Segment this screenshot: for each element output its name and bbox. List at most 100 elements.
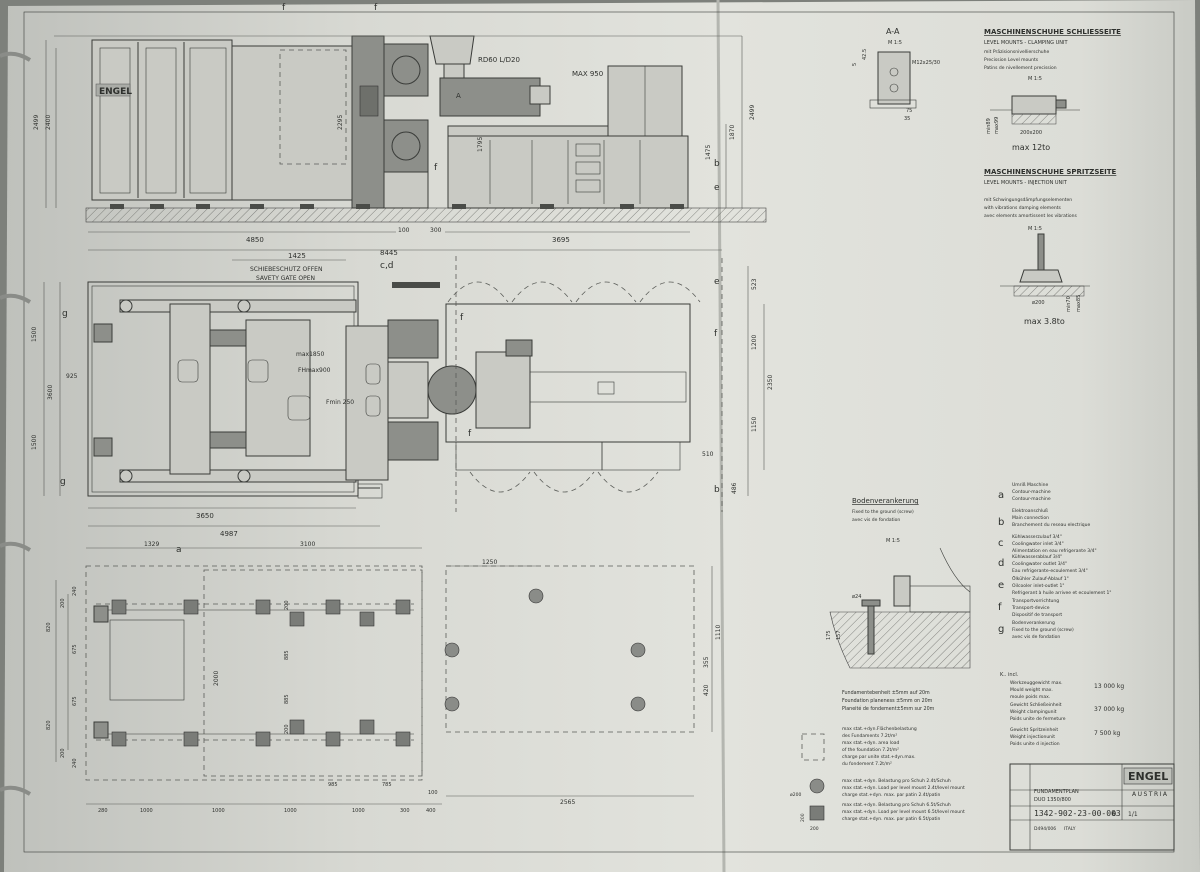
- dim-aa: 5: [852, 63, 858, 66]
- dim-left: 200: [60, 598, 66, 608]
- level-mounts-injection: MASCHINENSCHUHE SPRITZSEITE LEVEL MOUNTS…: [984, 168, 1117, 326]
- text-line: Precission Level mounts: [984, 57, 1039, 63]
- foundation-plan: a 1329 3100 1250 240 200 820 675 675 820…: [46, 541, 722, 814]
- svg-text:g: g: [998, 624, 1004, 635]
- ground-anchor: Bodenverankerung Fixed to the ground (sc…: [826, 497, 971, 669]
- svg-text:c: c: [998, 538, 1004, 549]
- svg-text:Fixed to the ground (screw): Fixed to the ground (screw): [1012, 627, 1074, 633]
- area-load-symbol: [801, 733, 825, 761]
- weight-value: 7 500 kg: [1094, 730, 1121, 737]
- square-shoe-symbol: [809, 805, 825, 821]
- svg-text:Umriß Maschine: Umriß Maschine: [1012, 482, 1048, 488]
- text-line: mit Präzisionsnivellierschuhe: [984, 49, 1050, 55]
- dim-height: 1795: [477, 137, 484, 152]
- dim-inner: 200: [284, 600, 290, 610]
- symbol-label: 200: [810, 826, 819, 832]
- gate-text-en: SAVETY GATE OPEN: [256, 275, 315, 282]
- text-line: max stat.+dyn. area load: [842, 740, 900, 746]
- text-line: charge stat.+dyn. max. par patin 6.5t/pa…: [842, 816, 941, 822]
- text-line: charge stat.+dyn. max. par patin 2.4t/pa…: [842, 792, 941, 798]
- svg-text:Oilcooler inlet-outlet 1": Oilcooler inlet-outlet 1": [1012, 583, 1064, 589]
- dim-right: 2350: [767, 375, 774, 390]
- nozzle-label: RD60 L/D20: [478, 56, 520, 64]
- shoe-load: max 12to: [1012, 143, 1050, 152]
- svg-text:Poids unite de fermeture: Poids unite de fermeture: [1010, 716, 1066, 722]
- dim-left: 200: [60, 748, 66, 758]
- text-line: Fundamentebenheit ±5mm auf 20m: [842, 690, 930, 696]
- label-cd: c,d: [380, 261, 394, 271]
- label-f: f: [374, 3, 378, 13]
- machine-model: DUO 1350/800: [1034, 797, 1071, 803]
- top-view: 1425 SCHIEBESCHUTZ OFFEN SAVETY GATE OPE…: [31, 252, 774, 538]
- dim-aa: 75: [906, 108, 912, 114]
- dim-bottom-row: 1000: [284, 808, 297, 814]
- gate-dim: 1425: [288, 252, 306, 260]
- anchor-title: Bodenverankerung: [852, 497, 919, 505]
- text-line: du fondement 7.2t/m²: [842, 761, 892, 767]
- dim-right: 486: [731, 482, 738, 494]
- legend-item: d Kühlwasserablauf 3/4" Coolingwater out…: [998, 554, 1088, 574]
- label-g: g: [62, 309, 68, 319]
- legend-item: g Bodenverankerung Fixed to the ground (…: [998, 620, 1074, 640]
- dim-left: 675: [72, 644, 78, 654]
- text-line: Fixed to the ground (screw): [852, 509, 914, 515]
- dim-height: 1870: [729, 125, 736, 140]
- fold-crease: [716, 0, 726, 872]
- dim-left: 240: [72, 758, 78, 768]
- anchor-bolt: ø24: [852, 594, 861, 600]
- shoe-note-2: 200 200 max stat.+dyn. Belastung pro Sch…: [800, 802, 965, 832]
- svg-text:Coolingwater inlet 3/4": Coolingwater inlet 3/4": [1012, 541, 1064, 547]
- svg-text:Ölkühler Zulauf-Ablauf 1": Ölkühler Zulauf-Ablauf 1": [1012, 575, 1069, 582]
- dim-left: 3600: [47, 385, 54, 400]
- text-line: max stat.+dyn.Flächenbelastung: [842, 726, 917, 732]
- text-line: max stat.+dyn. Belastung pro Schuh 2.4t/…: [842, 778, 951, 784]
- dim-right: 420: [703, 684, 710, 696]
- label-a: a: [176, 545, 182, 555]
- dim-bottom-row: 400: [426, 808, 436, 814]
- weight-row: Werkzeuggewicht max. Mould weight max. m…: [1010, 680, 1124, 700]
- dim-left: 240: [72, 586, 78, 596]
- svg-text:Kühlwasserzulauf 3/4": Kühlwasserzulauf 3/4": [1012, 534, 1062, 540]
- drawing-title: FUNDAMENTPLAN: [1034, 789, 1079, 795]
- dim-bottom-row: 280: [98, 808, 108, 814]
- damping-mount: [1019, 269, 1063, 283]
- legend-item: b Elektroanschluß Main connection Branch…: [998, 508, 1090, 528]
- label-b: b: [714, 485, 720, 495]
- symbol-label: ø200: [790, 792, 801, 798]
- fh-max: FHmax900: [298, 367, 331, 374]
- f-min: Fmin 250: [326, 399, 354, 406]
- weight-value: 37 000 kg: [1094, 706, 1124, 713]
- dim-height: 1475: [705, 145, 712, 160]
- dim-total: 2565: [560, 799, 575, 806]
- weight-row: Gewicht Schließeinheit Weight clampingun…: [1010, 702, 1124, 722]
- dim-height: 2400: [45, 115, 52, 130]
- shoe-size: 200x200: [1020, 130, 1042, 136]
- dim-top: 1329: [144, 541, 159, 548]
- svg-text:Branchement du reseau electriq: Branchement du reseau electrique: [1012, 522, 1090, 528]
- text-line: avec elements amortissent les vibrations: [984, 213, 1077, 219]
- dim-length: 300: [430, 227, 442, 234]
- text-line: avec vis de fondation: [852, 517, 900, 523]
- label-g: g: [60, 477, 66, 487]
- dim-right: 510: [702, 451, 714, 458]
- text-line: Patins de nivellement precission: [984, 65, 1057, 71]
- dim-inner: 885: [284, 650, 290, 660]
- text-line: max stat.+dyn. Load per level mount 2.4t…: [842, 785, 965, 791]
- text-line: mit Schwingungsdämpfungselementen: [984, 197, 1072, 203]
- dim-left: 1500: [31, 435, 38, 450]
- legend: a Umriß Maschine Contour-machine Contour…: [998, 482, 1111, 640]
- dim-bottom: 785: [382, 782, 392, 788]
- dim-inner: 200: [284, 724, 290, 734]
- label-f: f: [714, 329, 718, 339]
- svg-text:Elektroanschluß: Elektroanschluß: [1012, 508, 1048, 514]
- brand-subtitle: AUSTRIA: [1132, 791, 1169, 798]
- label-f: f: [460, 313, 464, 323]
- text-line: charge par unite stat.+dyn.max.: [842, 754, 916, 760]
- max-stroke: MAX 950: [572, 70, 603, 78]
- dim-aa: 42.5: [862, 49, 868, 60]
- sheet-number: 1/1: [1128, 811, 1138, 818]
- reference-number: D494/006: [1034, 826, 1056, 832]
- dim-length: 100: [398, 227, 410, 234]
- svg-text:Gewicht Schließeinheit: Gewicht Schließeinheit: [1010, 702, 1062, 708]
- dim-bottom: 985: [328, 782, 338, 788]
